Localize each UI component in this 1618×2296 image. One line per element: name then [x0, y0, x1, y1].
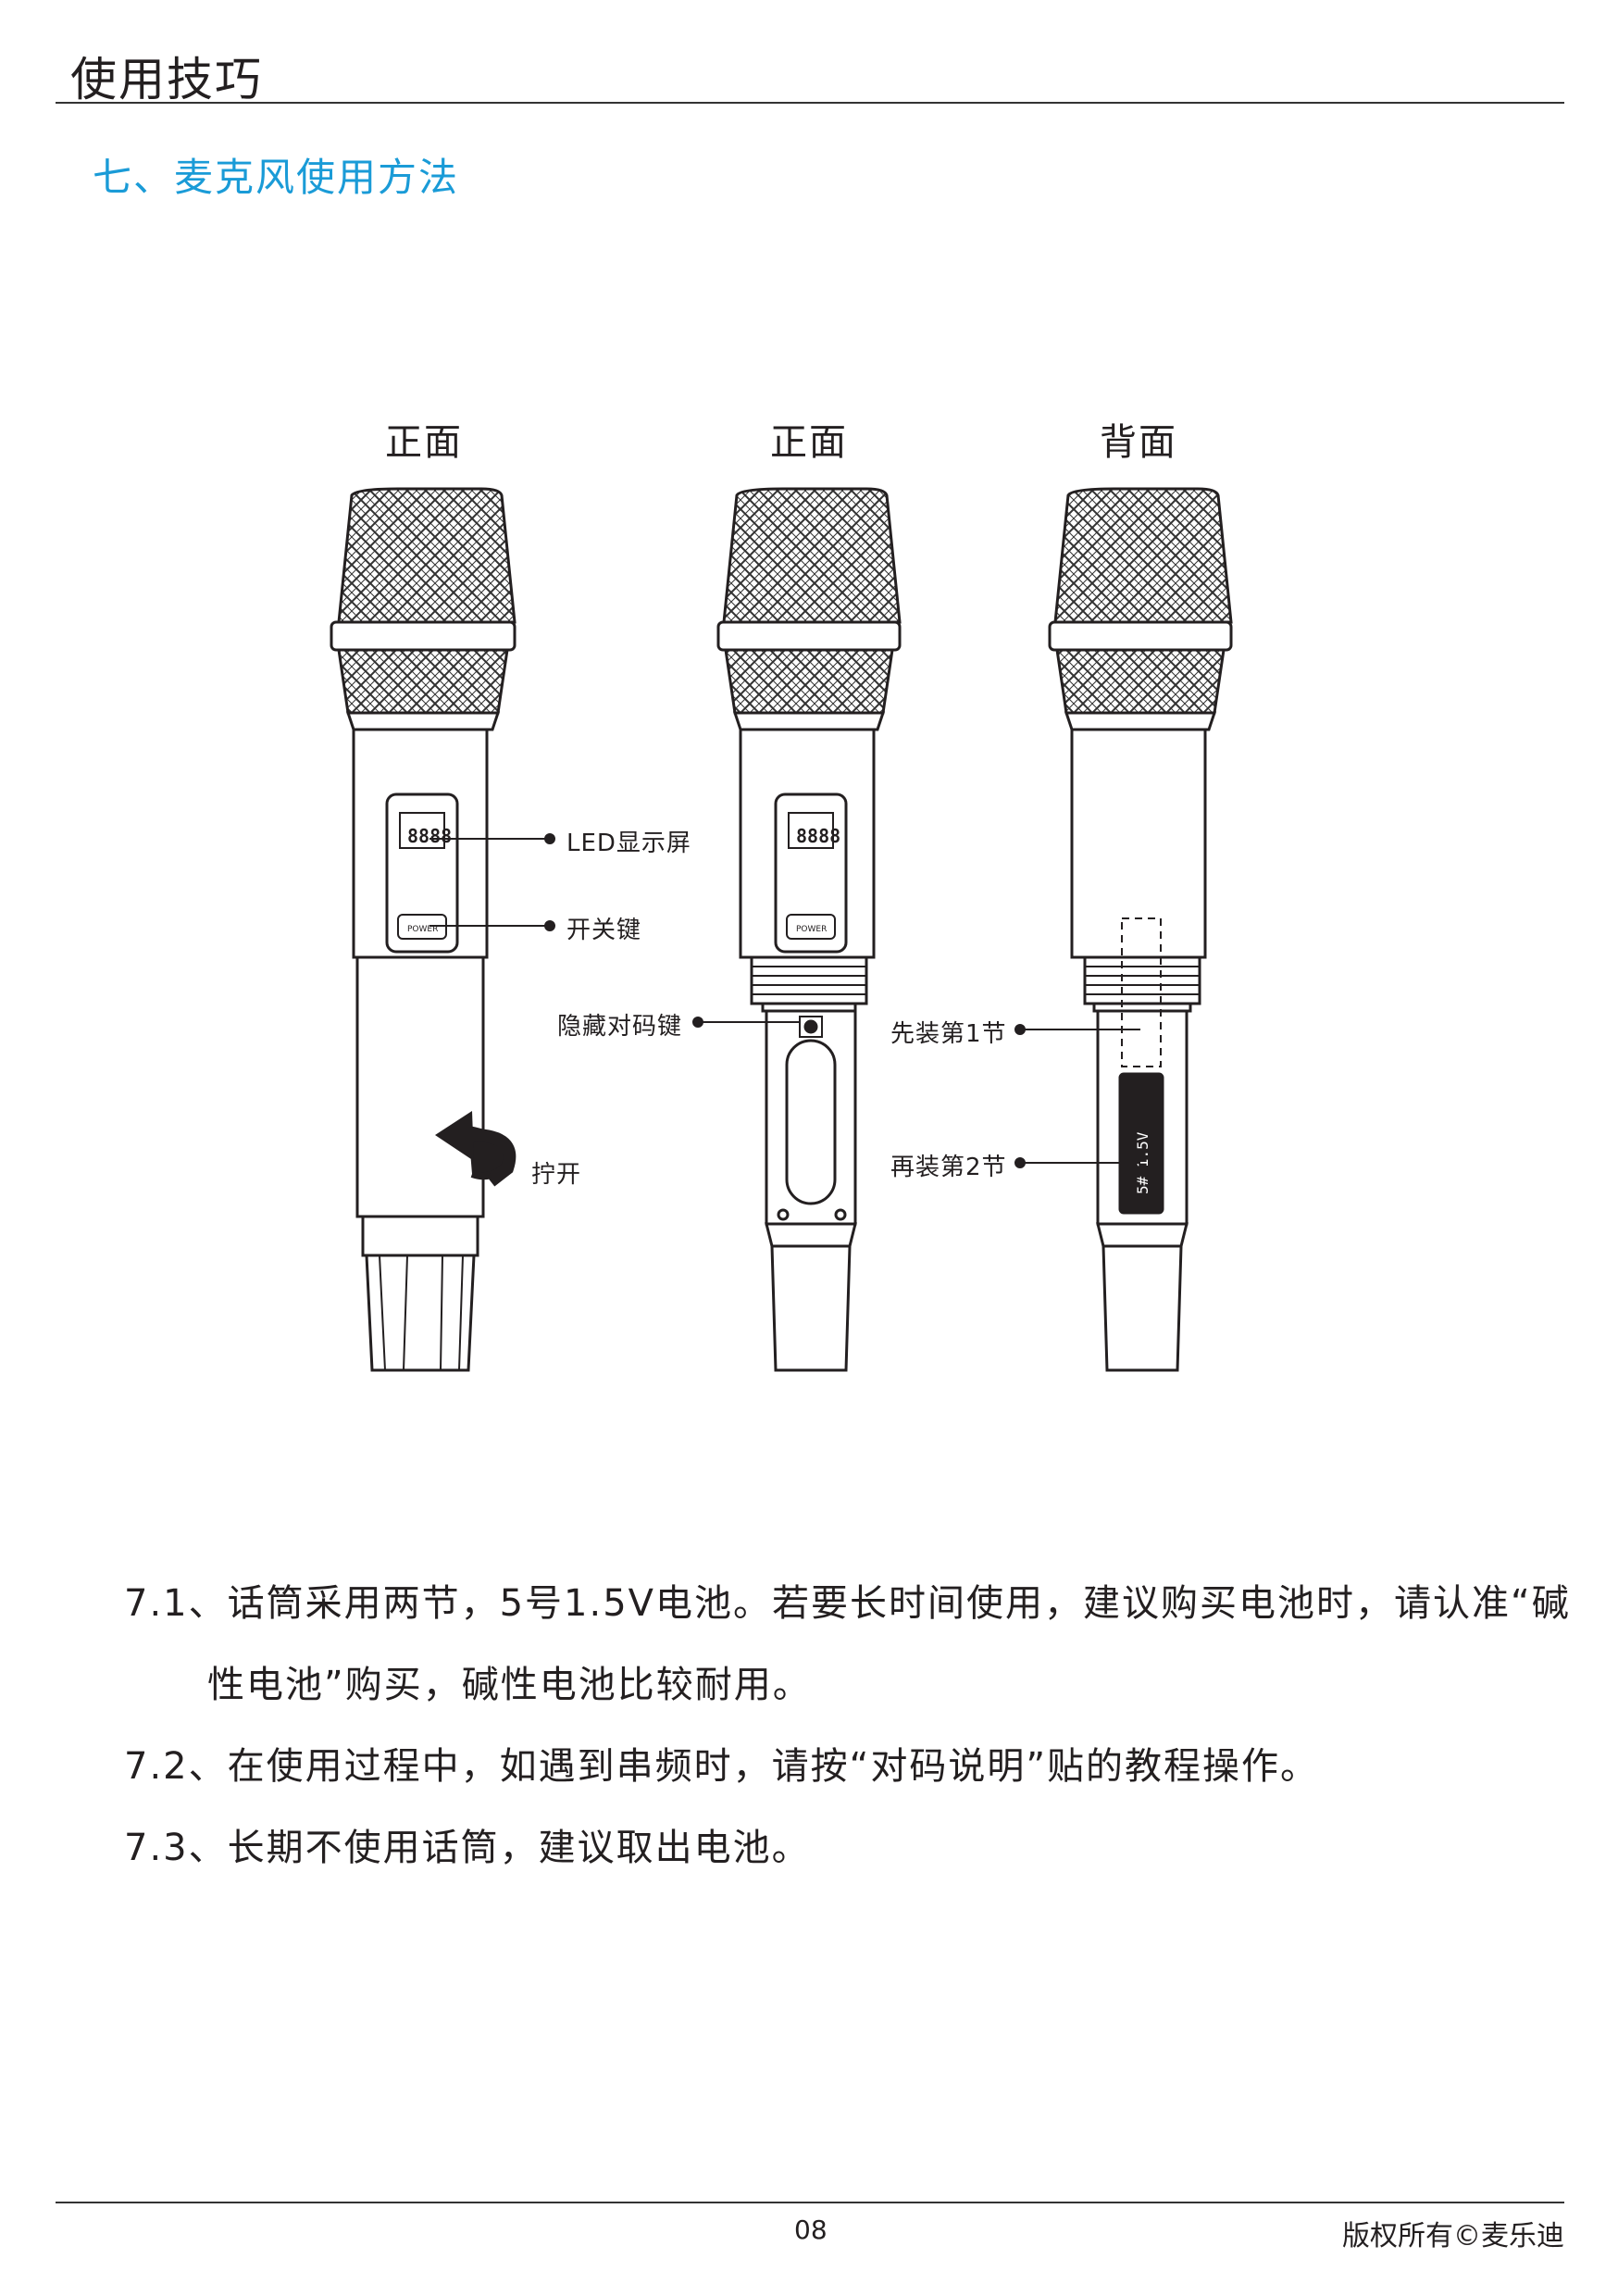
battery-label: 5# 1.5V	[1134, 1131, 1151, 1194]
svg-text:8888: 8888	[407, 825, 452, 847]
view-label-front-2: 正面	[770, 421, 848, 464]
callout-first-battery: 先装第1节	[890, 1020, 1007, 1048]
microphone-diagram: 8888 POWER 8888 POWER	[330, 487, 1233, 1372]
view-label-back: 背面	[1100, 421, 1177, 464]
copyright-text: 版权所有©麦乐迪	[1342, 2220, 1564, 2252]
paragraph-7-1-line-1: 7.1、话筒采用两节，5号1.5V电池。若要长时间使用，建议购买电池时，请认准“…	[124, 1582, 1571, 1625]
callout-second-battery: 再装第2节	[890, 1154, 1007, 1181]
power-button-label: POWER	[407, 925, 438, 934]
callout-unscrew: 拧开	[531, 1161, 582, 1189]
view-label-front-1: 正面	[385, 421, 463, 464]
microphone-front-unscrew: 8888 POWER	[330, 487, 517, 1372]
callout-led-display: LED显示屏	[566, 830, 691, 857]
paragraph-7-2: 7.2、在使用过程中，如遇到串频时，请按“对码说明”贴的教程操作。	[124, 1745, 1320, 1788]
section-title: 七、麦克风使用方法	[93, 155, 460, 200]
page-header-title: 使用技巧	[70, 53, 263, 106]
page-number: 08	[794, 2215, 828, 2245]
microphone-front-open: 8888 POWER	[716, 487, 902, 1372]
footer-divider	[56, 2202, 1564, 2203]
callout-hidden-pair-key: 隐藏对码键	[557, 1013, 683, 1041]
paragraph-7-1-line-2: 性电池”购买，碱性电池比较耐用。	[207, 1664, 812, 1706]
header-divider	[56, 102, 1564, 104]
svg-text:8888: 8888	[796, 825, 840, 847]
callout-power-key: 开关键	[566, 917, 642, 944]
paragraph-7-3: 7.3、长期不使用话筒，建议取出电池。	[124, 1827, 811, 1869]
power-button-label: POWER	[796, 925, 827, 934]
microphone-back-battery: 5# 1.5V	[1048, 487, 1233, 1372]
